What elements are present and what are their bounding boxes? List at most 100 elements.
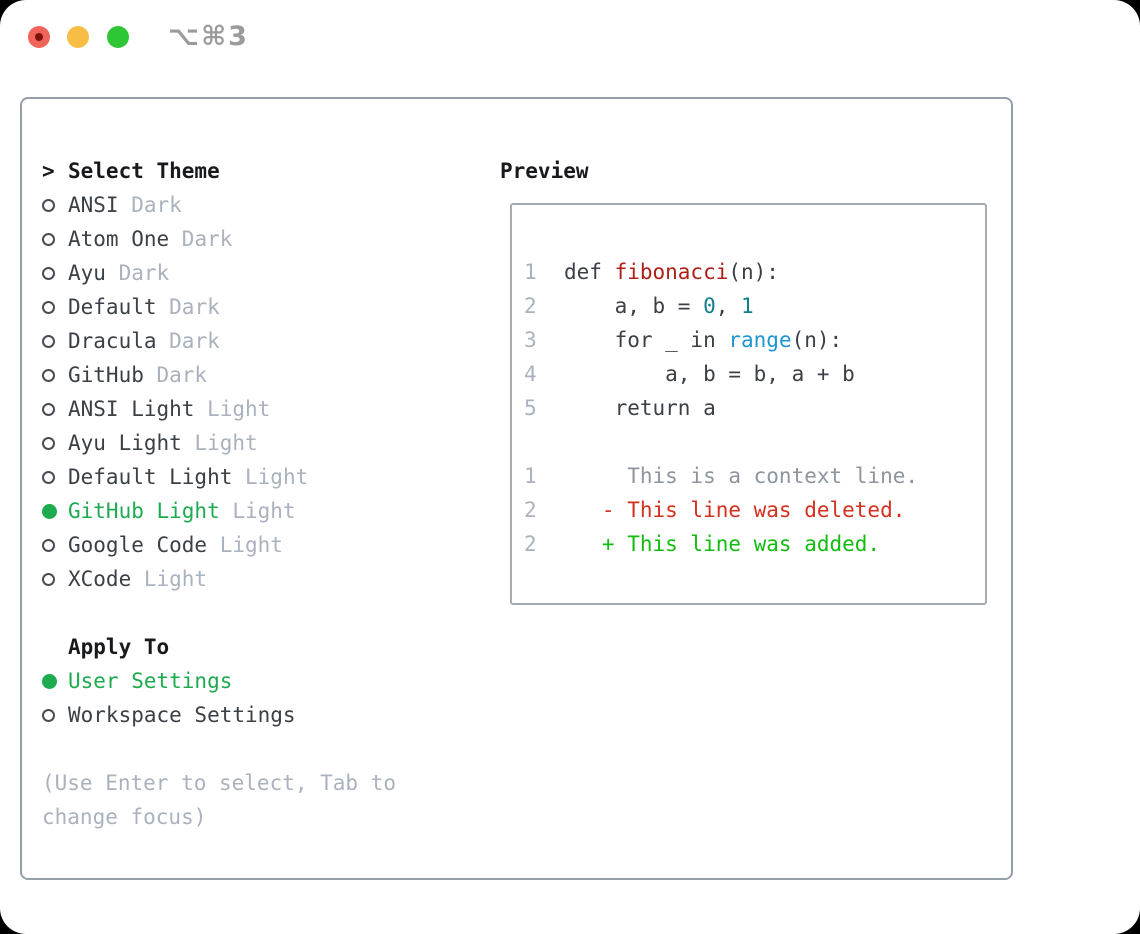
theme-name: Ayu <box>68 261 106 285</box>
theme-option[interactable]: ANSI Light Light <box>42 392 482 426</box>
close-dot-icon <box>35 33 43 41</box>
minimize-button[interactable] <box>67 26 89 48</box>
theme-name: XCode <box>68 567 132 591</box>
code-token-added: + This line was added. <box>564 532 881 556</box>
zoom-button[interactable] <box>107 26 129 48</box>
code-token-context: This is a context line. <box>564 464 919 488</box>
theme-variant: Dark <box>169 227 233 251</box>
code-line: 2 a, b = 0, 1 <box>524 289 985 323</box>
apply-to-title: Apply To <box>68 635 170 659</box>
keyboard-hint: (Use Enter to select, Tab to change focu… <box>42 771 397 829</box>
theme-option[interactable]: Atom One Dark <box>42 222 482 256</box>
apply-option[interactable]: Workspace Settings <box>42 698 482 732</box>
radio-unselected-icon[interactable] <box>42 708 55 722</box>
code-token-plain: a, b = <box>564 294 704 318</box>
theme-option[interactable]: ANSI Dark <box>42 188 482 222</box>
code-line <box>524 425 985 459</box>
theme-name: Default <box>68 295 157 319</box>
preview-title: Preview <box>500 159 589 183</box>
theme-variant: Light <box>194 397 271 421</box>
theme-variant: Light <box>131 567 208 591</box>
theme-option[interactable]: Dracula Dark <box>42 324 482 358</box>
radio-marker <box>42 470 68 484</box>
theme-name: Google Code <box>68 533 208 557</box>
theme-name: Ayu Light <box>68 431 182 455</box>
theme-option[interactable]: GitHub Dark <box>42 358 482 392</box>
line-number: 1 <box>524 464 537 488</box>
theme-variant: Dark <box>118 193 182 217</box>
radio-marker <box>42 334 68 348</box>
spacer <box>42 732 482 766</box>
theme-variant: Dark <box>156 329 220 353</box>
spacer <box>42 596 482 630</box>
code-token-function: fibonacci <box>614 260 729 284</box>
radio-marker <box>42 436 68 450</box>
radio-unselected-icon[interactable] <box>42 198 55 212</box>
radio-unselected-icon[interactable] <box>42 232 55 246</box>
code-token-builtin: range <box>728 328 792 352</box>
radio-unselected-icon[interactable] <box>42 572 55 586</box>
theme-name: Atom One <box>68 227 170 251</box>
window-title: ⌥⌘3 <box>168 21 249 52</box>
code-line: 2 - This line was deleted. <box>524 493 985 527</box>
radio-marker <box>42 538 68 552</box>
code-token-plain: for _ in <box>564 328 729 352</box>
theme-variant: Light <box>232 465 309 489</box>
close-button[interactable] <box>28 26 50 48</box>
radio-marker <box>42 572 68 586</box>
radio-unselected-icon[interactable] <box>42 266 55 280</box>
code-token-plain: , <box>715 294 742 318</box>
line-number: 1 <box>524 260 537 284</box>
line-number: 2 <box>524 532 537 556</box>
apply-to-header-row: Apply To <box>42 630 482 664</box>
code-token-number: 1 <box>741 294 754 318</box>
theme-name: ANSI <box>68 193 119 217</box>
theme-name: Dracula <box>68 329 157 353</box>
code-token-plain: (n): <box>791 328 843 352</box>
theme-option[interactable]: Default Dark <box>42 290 482 324</box>
radio-unselected-icon[interactable] <box>42 436 55 450</box>
radio-unselected-icon[interactable] <box>42 470 55 484</box>
radio-marker <box>42 266 68 280</box>
theme-variant: Light <box>181 431 258 455</box>
theme-option[interactable]: Default Light Light <box>42 460 482 494</box>
code-line: 2 + This line was added. <box>524 527 985 561</box>
code-token-plain: return a <box>564 396 716 420</box>
radio-selected-icon[interactable] <box>42 503 57 519</box>
theme-option[interactable]: Ayu Light Light <box>42 426 482 460</box>
radio-unselected-icon[interactable] <box>42 334 55 348</box>
theme-option[interactable]: Ayu Dark <box>42 256 482 290</box>
theme-variant: Light <box>207 533 283 557</box>
code-token-plain: (n): <box>728 260 779 284</box>
apply-option-label: User Settings <box>68 669 233 693</box>
theme-variant: Dark <box>105 261 170 285</box>
radio-marker <box>42 232 68 246</box>
theme-option[interactable]: GitHub Light Light <box>42 494 482 528</box>
code-token-deleted: - This line was deleted. <box>564 498 906 522</box>
theme-name: ANSI Light <box>68 397 195 421</box>
theme-variant: Dark <box>156 295 220 319</box>
radio-unselected-icon[interactable] <box>42 368 55 382</box>
apply-option-label: Workspace Settings <box>68 703 296 727</box>
radio-unselected-icon[interactable] <box>42 300 55 314</box>
radio-marker <box>42 198 68 212</box>
radio-marker <box>42 673 68 689</box>
theme-option[interactable]: Google Code Light <box>42 528 482 562</box>
select-theme-title: Select Theme <box>68 159 220 183</box>
radio-unselected-icon[interactable] <box>42 538 55 552</box>
titlebar: ⌥⌘3 <box>0 0 1140 75</box>
radio-marker <box>42 368 68 382</box>
theme-option[interactable]: XCode Light <box>42 562 482 596</box>
radio-unselected-icon[interactable] <box>42 402 55 416</box>
radio-selected-icon[interactable] <box>42 673 57 689</box>
apply-option[interactable]: User Settings <box>42 664 482 698</box>
cursor-arrow-icon: > <box>42 159 55 183</box>
line-number: 4 <box>524 362 537 386</box>
theme-name: Default Light <box>68 465 233 489</box>
code-line: 3 for _ in range(n): <box>524 323 985 357</box>
